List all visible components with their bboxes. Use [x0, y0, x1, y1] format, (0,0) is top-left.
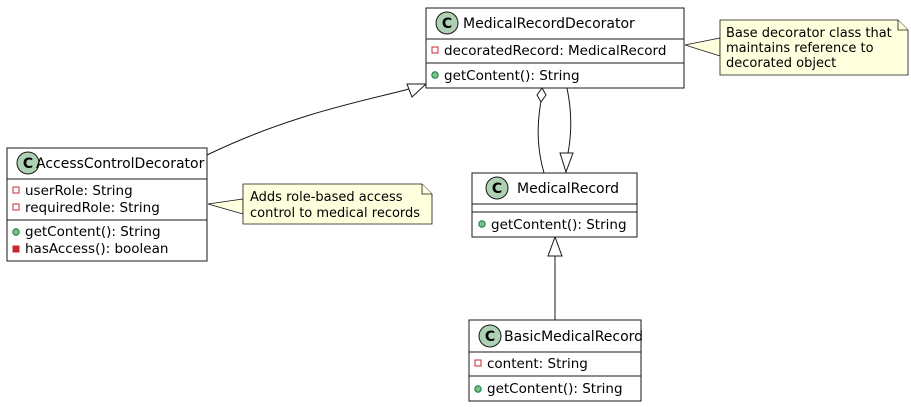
class-stereotype-letter: C [492, 181, 502, 197]
note-line: decorated object [726, 56, 836, 71]
class-stereotype-letter: C [442, 16, 452, 32]
method: getContent(): String [25, 224, 161, 240]
public-visibility-marker [474, 385, 482, 393]
class-medical-record-decorator: C MedicalRecordDecorator decoratedRecord… [425, 7, 685, 89]
private-visibility-marker [12, 203, 20, 211]
public-visibility-marker [478, 220, 486, 228]
method: getContent(): String [487, 381, 623, 397]
attribute: userRole: String [25, 183, 133, 199]
class-name: BasicMedicalRecord [504, 329, 643, 345]
class-medical-record: C MedicalRecord getContent(): String [471, 172, 638, 238]
class-stereotype-icon [435, 11, 459, 35]
class-name: MedicalRecordDecorator [463, 16, 635, 32]
inheritance-arrowhead [547, 235, 563, 257]
note-line: control to medical records [250, 206, 420, 221]
inheritance-arrowhead [559, 152, 574, 174]
note-decorator: Base decorator class that maintains refe… [719, 19, 909, 76]
class-access-control-decorator: C AccessControlDecorator userRole: Strin… [6, 147, 208, 262]
private-visibility-marker [12, 186, 20, 194]
public-visibility-marker [12, 228, 20, 236]
class-basic-medical-record: C BasicMedicalRecord content: String get… [468, 319, 643, 402]
note-connector [207, 198, 244, 215]
aggregation-diamond [536, 87, 547, 103]
class-stereotype-icon [485, 176, 509, 200]
class-stereotype-letter: C [485, 329, 495, 345]
class-name: AccessControlDecorator [36, 156, 205, 172]
method: getContent(): String [444, 68, 580, 84]
edge-access-to-decorator [206, 85, 421, 156]
private-visibility-marker [12, 245, 20, 253]
note-connector [684, 37, 721, 57]
note-line: maintains reference to [726, 41, 874, 56]
public-visibility-marker [431, 71, 439, 79]
class-stereotype-icon [16, 151, 40, 175]
method: hasAccess(): boolean [25, 241, 168, 257]
note-line: Adds role-based access [250, 190, 403, 205]
attribute: content: String [487, 356, 588, 372]
private-visibility-marker [431, 46, 439, 54]
note-line: Base decorator class that [726, 26, 892, 41]
method: getContent(): String [491, 217, 627, 233]
edge-decorator-inherits-record [566, 87, 572, 154]
class-stereotype-letter: C [23, 156, 33, 172]
inheritance-arrowhead [406, 83, 428, 98]
private-visibility-marker [474, 359, 482, 367]
attribute: decoratedRecord: MedicalRecord [444, 43, 666, 59]
class-stereotype-icon [478, 324, 502, 348]
note-access-control: Adds role-based access control to medica… [242, 183, 433, 225]
attribute: requiredRole: String [25, 200, 160, 216]
class-name: MedicalRecord [517, 181, 619, 197]
edge-decorator-aggregates-record [537, 100, 545, 174]
